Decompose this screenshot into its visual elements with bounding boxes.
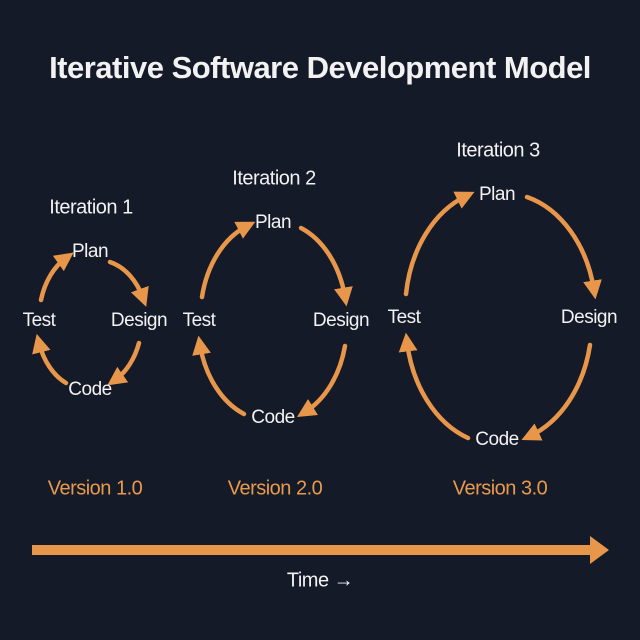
iteration-1-design-label: Design <box>110 310 168 331</box>
version-1-label: Version 1.0 <box>47 477 143 500</box>
arrow-plan-to-design-icon <box>107 259 149 307</box>
version-2-label: Version 2.0 <box>227 477 323 500</box>
diagram-title: Iterative Software Development Model <box>49 50 591 85</box>
iteration-1-cycle <box>32 252 149 386</box>
iteration-3-label: Iteration 3 <box>456 139 540 162</box>
arrow-design-to-code-icon <box>296 343 348 417</box>
iteration-2-plan-label: Plan <box>254 212 292 233</box>
iteration-1-code-label: Code <box>68 379 112 400</box>
version-3-label: Version 3.0 <box>452 477 548 500</box>
iteration-3-code-label: Code <box>475 429 519 450</box>
iteration-2-label: Iteration 2 <box>232 167 316 190</box>
iteration-3-test-label: Test <box>387 307 421 328</box>
arrow-code-to-test-icon <box>32 333 69 386</box>
arrow-test-to-plan-icon <box>38 252 74 303</box>
iteration-3-design-label: Design <box>560 307 618 328</box>
iteration-2-code-label: Code <box>251 407 295 428</box>
arrow-plan-to-design-icon <box>524 194 602 300</box>
arrow-design-to-code-icon <box>521 342 593 441</box>
iteration-3-cycle <box>398 191 602 441</box>
iteration-2-design-label: Design <box>312 310 370 331</box>
iteration-1-plan-label: Plan <box>71 241 109 262</box>
arrow-test-to-plan-icon <box>403 191 475 297</box>
iteration-3-plan-label: Plan <box>478 184 516 205</box>
iteration-2-test-label: Test <box>182 310 216 331</box>
timeline-arrow-icon <box>32 536 609 564</box>
iteration-1-label: Iteration 1 <box>49 196 133 219</box>
time-axis-label: Time → <box>286 569 354 592</box>
arrow-code-to-test-icon <box>192 335 247 417</box>
arrow-plan-to-design-icon <box>298 225 353 307</box>
arrow-design-to-code-icon <box>107 340 142 386</box>
iteration-2-cycle <box>192 221 353 417</box>
arrow-code-to-test-icon <box>398 332 471 441</box>
iteration-1-test-label: Test <box>22 310 56 331</box>
arrow-test-to-plan-icon <box>199 221 256 300</box>
